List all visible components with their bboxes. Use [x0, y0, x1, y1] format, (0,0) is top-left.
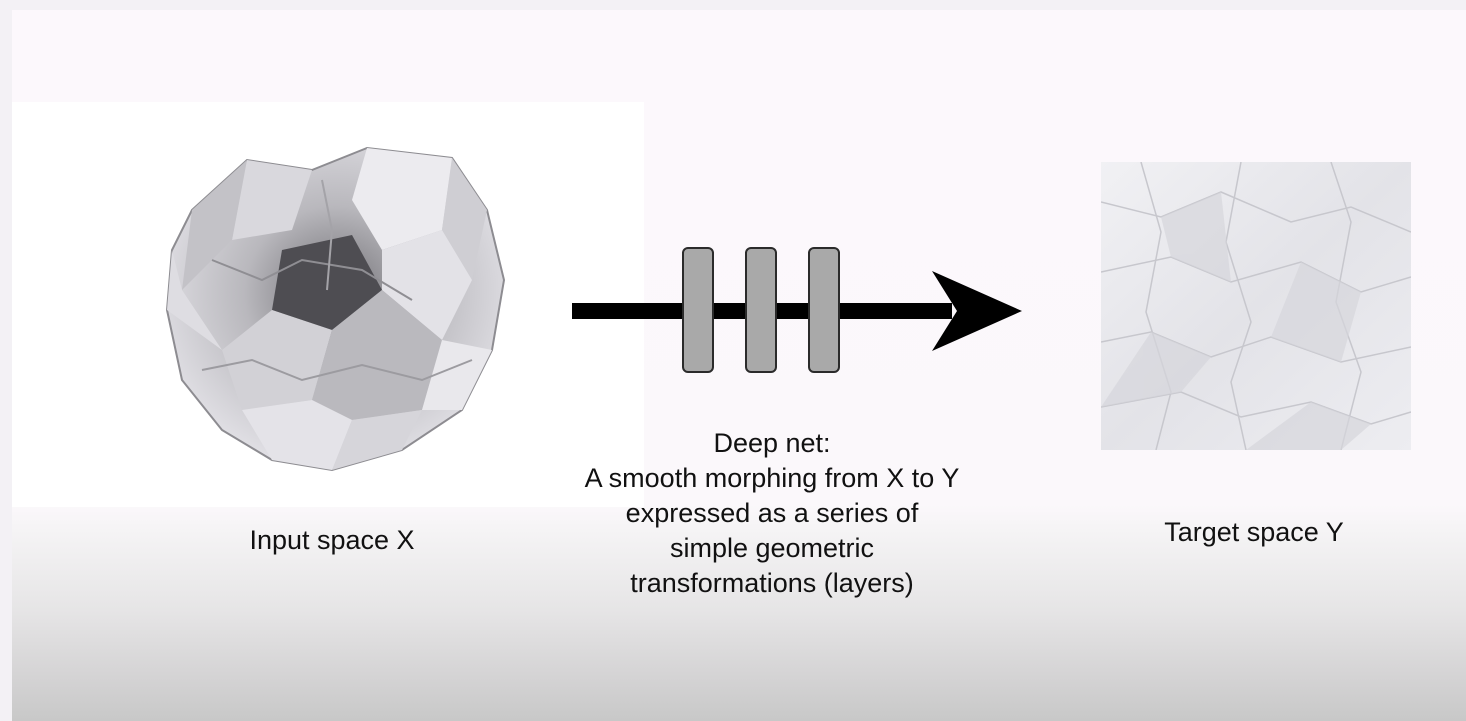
caption-line: transformations (layers)	[532, 566, 1012, 601]
target-space-label: Target space Y	[1124, 515, 1384, 549]
flat-paper-image	[1101, 162, 1411, 450]
crumpled-paper-image	[152, 140, 522, 480]
caption-line: expressed as a series of	[532, 496, 1012, 531]
input-space-label: Input space X	[202, 523, 462, 557]
layer-block-2	[746, 248, 776, 372]
caption-line: A smooth morphing from X to Y	[532, 461, 1012, 496]
layer-block-3	[809, 248, 839, 372]
deep-net-arrow	[572, 238, 1032, 384]
caption-line: Deep net:	[532, 426, 1012, 461]
layer-block-1	[683, 248, 713, 372]
slide: Input space X Deep net: A smooth morphin…	[12, 10, 1466, 721]
caption-line: simple geometric	[532, 531, 1012, 566]
deep-net-caption: Deep net: A smooth morphing from X to Y …	[532, 426, 1012, 601]
